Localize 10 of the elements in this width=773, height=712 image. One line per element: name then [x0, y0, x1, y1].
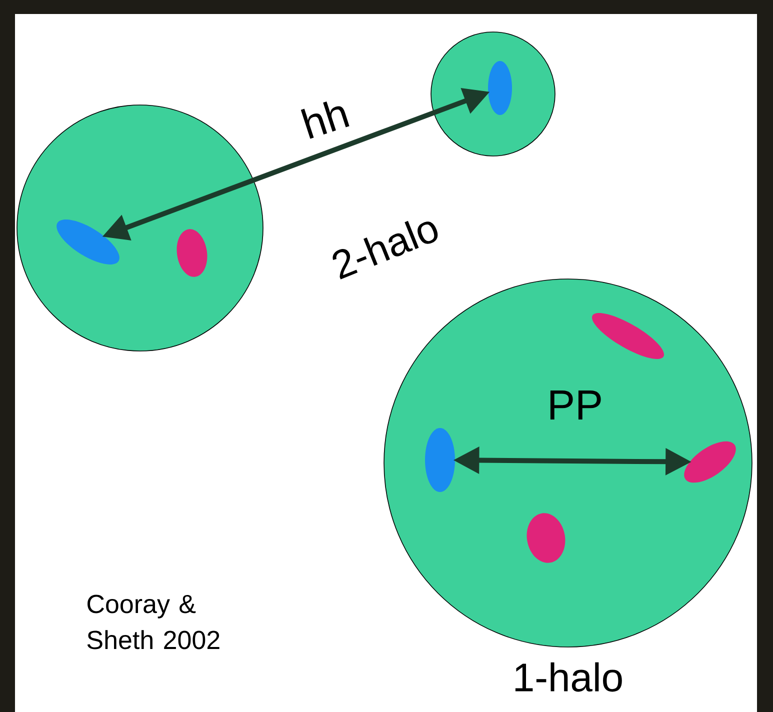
galaxy-ellipse [425, 428, 455, 492]
galaxy-ellipse [488, 61, 512, 115]
halo-caption: 2-halo [332, 220, 438, 280]
edge-label: PP [550, 390, 601, 420]
galaxy-ellipse [526, 513, 566, 563]
halo-circle [16, 104, 264, 352]
halo-caption: 1-halo [515, 662, 622, 692]
edge-label: hh [300, 101, 350, 139]
halo-circle [384, 278, 752, 648]
citation-text: Cooray & Sheth 2002 [87, 594, 220, 650]
